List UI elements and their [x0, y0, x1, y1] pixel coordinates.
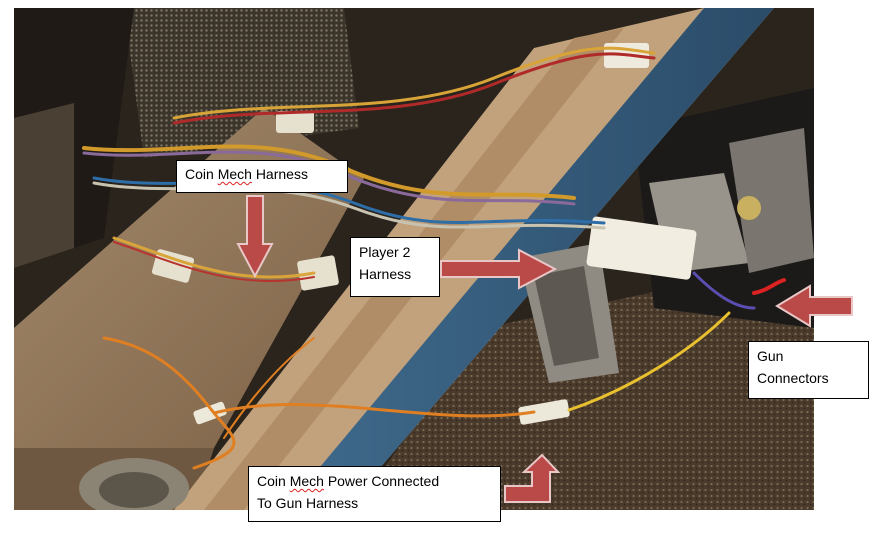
gun-connectors-label: Gun Connectors	[748, 341, 869, 399]
gun-connectors-line1: Gun	[757, 348, 784, 364]
coin-mech-power-line1-c: Power Connected	[327, 473, 440, 489]
coin-mech-harness-word1: Coin	[185, 166, 214, 182]
player2-harness-line2: Harness	[359, 266, 412, 282]
coin-mech-power-line1: Coin Mech Power Connected	[257, 470, 492, 492]
cabinet-wiring-photo	[14, 8, 814, 510]
coin-mech-harness-word3: Harness	[255, 166, 308, 182]
coin-mech-power-line1-b: Mech	[289, 473, 324, 489]
player2-harness-line1: Player 2	[359, 244, 411, 260]
right-arrow-icon	[440, 248, 558, 290]
up-right-arrow-icon	[504, 453, 560, 503]
down-arrow-icon	[236, 195, 274, 279]
carpet	[354, 258, 814, 510]
photo-illustration	[14, 8, 814, 510]
coin-mech-harness-word2: Mech	[217, 166, 252, 182]
coin-mech-power-label: Coin Mech Power Connected To Gun Harness	[248, 466, 501, 522]
player2-white-connector	[586, 216, 697, 280]
coin-mech-power-line2: To Gun Harness	[257, 495, 359, 511]
coin-mech-power-line1-a: Coin	[257, 473, 286, 489]
coin-mech-harness-label: Coin Mech Harness	[176, 160, 348, 193]
left-arrow-icon	[775, 284, 853, 328]
gun-connectors-line2: Connectors	[757, 370, 829, 386]
player2-harness-label: Player 2 Harness	[350, 237, 440, 297]
